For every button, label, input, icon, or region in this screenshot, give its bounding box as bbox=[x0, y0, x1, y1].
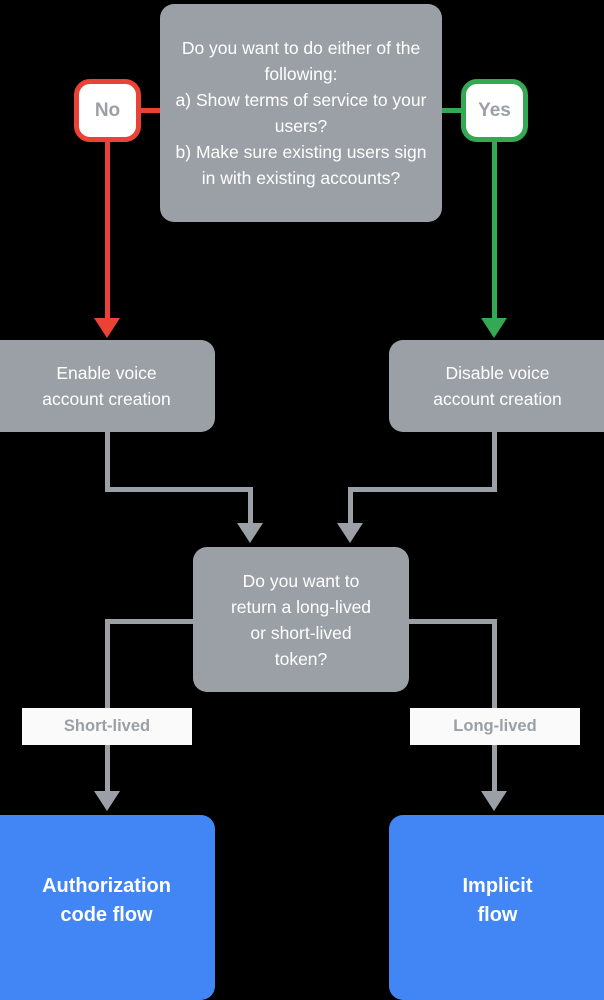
decision-node-terms-of-service-label: Do you want to do either of the followin… bbox=[175, 38, 427, 188]
edge-enable-voice-across-line bbox=[105, 487, 253, 492]
action-node-enable-voice-account-creation: Enable voice account creation bbox=[0, 340, 215, 432]
branch-label-no: No bbox=[74, 79, 141, 142]
branch-label-no-text: No bbox=[94, 99, 121, 121]
branch-label-short-lived-text: Short-lived bbox=[63, 717, 151, 735]
decision-node-token-lifetime: Do you want to return a long-lived or sh… bbox=[193, 547, 409, 692]
edge-short-lived-to-auth-arrowhead bbox=[94, 791, 120, 811]
edge-merge-right-arrowhead bbox=[337, 523, 363, 543]
terminal-node-authorization-code-flow-label: Authorization code flow bbox=[42, 874, 171, 926]
edge-decision-to-no-stub bbox=[138, 108, 164, 113]
edge-no-to-enable-voice-line bbox=[105, 136, 110, 320]
terminal-node-authorization-code-flow: Authorization code flow bbox=[0, 815, 215, 1000]
edge-disable-voice-across-line bbox=[348, 487, 497, 492]
edge-decision-to-yes-stub bbox=[438, 108, 464, 113]
action-node-disable-voice-account-creation: Disable voice account creation bbox=[389, 340, 604, 432]
edge-merge-right-down-line bbox=[348, 487, 353, 525]
edge-short-lived-to-auth-line bbox=[105, 745, 110, 793]
terminal-node-implicit-flow-label: Implicit flow bbox=[462, 874, 533, 926]
branch-label-long-lived: Long-lived bbox=[410, 708, 580, 745]
action-node-disable-voice-account-creation-label: Disable voice account creation bbox=[433, 363, 562, 409]
edge-enable-voice-down-line bbox=[105, 432, 110, 492]
edge-long-lived-to-implicit-arrowhead bbox=[481, 791, 507, 811]
terminal-node-implicit-flow: Implicit flow bbox=[389, 815, 604, 1000]
branch-label-yes-text: Yes bbox=[478, 99, 511, 121]
edge-no-to-enable-voice-arrowhead bbox=[94, 318, 120, 338]
decision-node-terms-of-service: Do you want to do either of the followin… bbox=[160, 4, 442, 222]
edge-long-lived-to-implicit-line bbox=[492, 745, 497, 793]
branch-label-yes: Yes bbox=[461, 79, 528, 142]
branch-label-long-lived-text: Long-lived bbox=[453, 717, 537, 735]
action-node-enable-voice-account-creation-label: Enable voice account creation bbox=[42, 363, 171, 409]
branch-label-short-lived: Short-lived bbox=[22, 708, 192, 745]
edge-merge-left-arrowhead bbox=[237, 523, 263, 543]
edge-merge-left-down-line bbox=[248, 487, 253, 525]
edge-long-lived-down-line bbox=[492, 619, 497, 708]
edge-yes-to-disable-voice-arrowhead bbox=[481, 318, 507, 338]
edge-disable-voice-down-line bbox=[492, 432, 497, 492]
edge-short-lived-down-line bbox=[105, 619, 110, 708]
edge-yes-to-disable-voice-line bbox=[492, 136, 497, 320]
decision-node-token-lifetime-label: Do you want to return a long-lived or sh… bbox=[230, 570, 372, 669]
